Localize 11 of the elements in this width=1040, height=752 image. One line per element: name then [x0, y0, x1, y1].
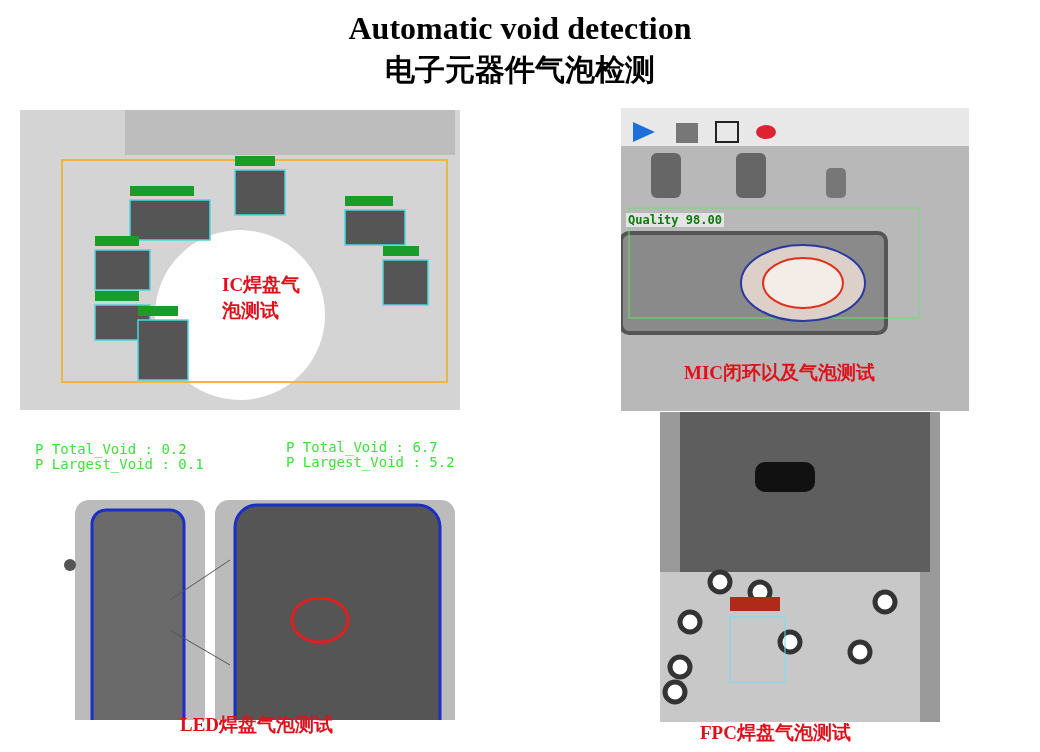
- test-caption: MIC闭环以及气泡测试: [684, 361, 876, 385]
- subtitle: 电子元器件气泡检测: [385, 51, 655, 89]
- test-caption: IC焊盘气泡测试: [222, 273, 302, 323]
- title: Automatic void detection: [348, 10, 692, 47]
- void-readout: P Largest_Void : 5.2: [286, 454, 455, 470]
- quality-readout: Quality 98.00: [626, 213, 724, 227]
- test-caption: LED焊盘气泡测试: [180, 713, 334, 737]
- test-caption: FPC焊盘气泡测试: [700, 721, 851, 745]
- void-readout: P Largest_Void : 0.1: [35, 456, 204, 472]
- void-readout: P Total_Void : 6.7: [286, 439, 438, 455]
- void-readout: P Total_Void : 0.2: [35, 441, 187, 457]
